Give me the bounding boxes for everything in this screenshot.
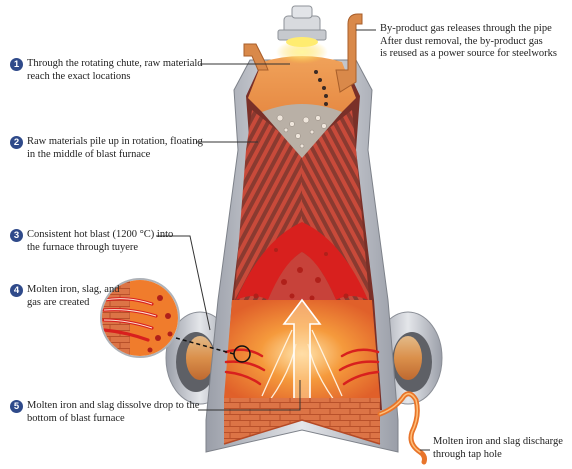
step-5-line1: Molten iron and slag dissolve drop to th… bbox=[27, 400, 199, 413]
callout-step-2: 2 Raw materials pile up in rotation, flo… bbox=[10, 136, 203, 161]
step-4-line1: Molten iron, slag, and bbox=[27, 284, 119, 297]
callout-step-5: 5 Molten iron and slag dissolve drop to … bbox=[10, 400, 199, 425]
step-1-number: 1 bbox=[10, 58, 23, 71]
tap-note-line2: through tap hole bbox=[433, 449, 563, 462]
step-2-line1: Raw materials pile up in rotation, float… bbox=[27, 136, 203, 149]
step-4-line2: gas are created bbox=[27, 297, 119, 310]
callout-step-1: 1 Through the rotating chute, raw materi… bbox=[10, 58, 203, 83]
tap-note-line1: Molten iron and slag discharge bbox=[433, 436, 563, 449]
step-1-line1: Through the rotating chute, raw material… bbox=[27, 58, 203, 71]
step-4-number: 4 bbox=[10, 284, 23, 297]
tap-note: Molten iron and slag discharge through t… bbox=[433, 436, 563, 461]
step-5-number: 5 bbox=[10, 400, 23, 413]
step-5-line2: bottom of blast furnace bbox=[27, 413, 199, 426]
step-3-number: 3 bbox=[10, 229, 23, 242]
gas-note-line3: is reused as a power source for steelwor… bbox=[380, 48, 557, 61]
callout-step-4: 4 Molten iron, slag, and gas are created bbox=[10, 284, 119, 309]
step-2-number: 2 bbox=[10, 136, 23, 149]
gas-note: By-product gas releases through the pipe… bbox=[380, 23, 557, 61]
gas-note-line1: By-product gas releases through the pipe bbox=[380, 23, 557, 36]
gas-note-line2: After dust removal, the by-product gas bbox=[380, 36, 557, 49]
step-3-line1: Consistent hot blast (1200 °C) into bbox=[27, 229, 173, 242]
step-2-line2: in the middle of blast furnace bbox=[27, 149, 203, 162]
step-1-line2: reach the exact locations bbox=[27, 71, 203, 84]
step-3-line2: the furnace through tuyere bbox=[27, 242, 173, 255]
charging-hopper bbox=[278, 6, 326, 47]
callout-step-3: 3 Consistent hot blast (1200 °C) into th… bbox=[10, 229, 173, 254]
